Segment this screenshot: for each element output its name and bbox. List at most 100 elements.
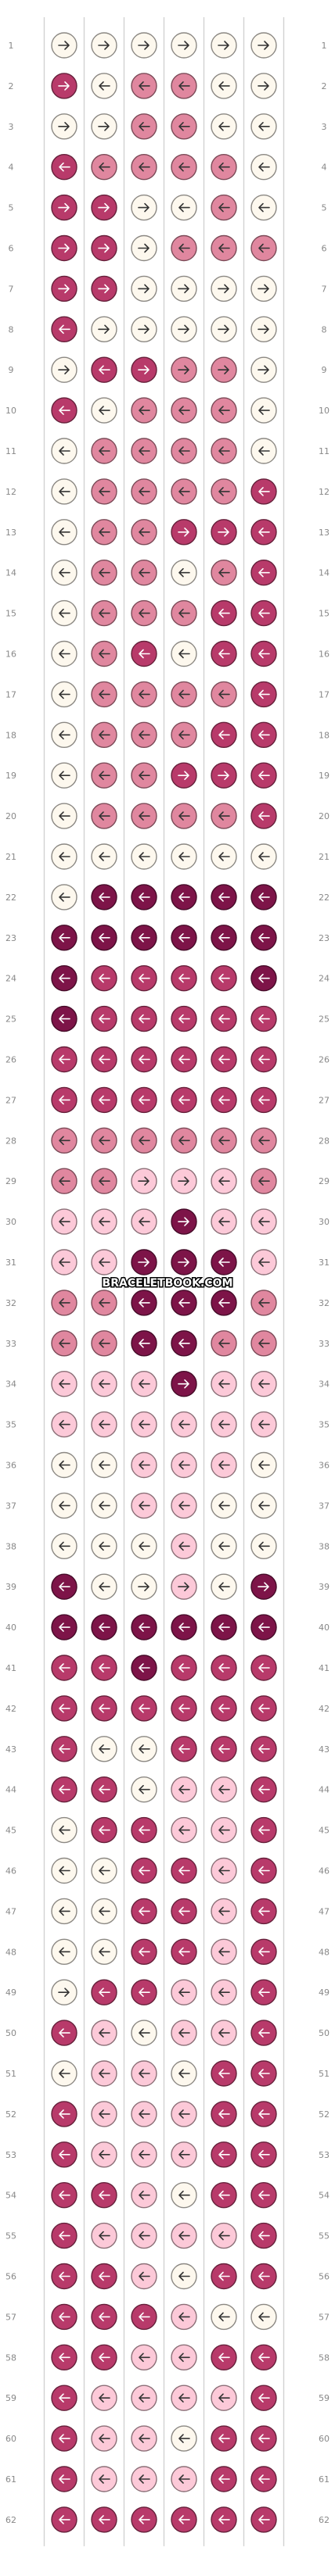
knot: [91, 1005, 117, 1032]
arrow-left-icon: [258, 1136, 270, 1146]
knot: [131, 397, 157, 424]
arrow-left-icon: [59, 811, 70, 821]
arrow-left-icon: [139, 2474, 150, 2484]
arrow-left-icon: [139, 1419, 150, 1429]
knot: [51, 234, 77, 262]
arrow-left-icon: [59, 2069, 70, 2078]
arrow-left-icon: [218, 608, 230, 618]
knot: [91, 194, 117, 221]
arrow-left-icon: [99, 1501, 110, 1511]
arrow-left-icon: [178, 852, 190, 861]
arrow-left-icon: [218, 1987, 230, 1997]
arrow-left-icon: [218, 2352, 230, 2363]
knot: [131, 2060, 157, 2087]
arrow-right-icon: [98, 324, 110, 335]
arrow-left-icon: [59, 2434, 70, 2443]
knot: [171, 519, 197, 546]
row-number-right: 14: [319, 568, 330, 578]
arrow-right-icon: [178, 284, 189, 294]
knot: [171, 843, 197, 870]
arrow-left-icon: [99, 2069, 110, 2078]
knot: [171, 234, 197, 262]
knot: [171, 1290, 197, 1316]
row-number-left: 15: [5, 609, 16, 619]
knot: [51, 153, 77, 181]
row-number-left: 45: [5, 1826, 16, 1836]
arrow-left-icon: [99, 162, 110, 172]
knot: [131, 2385, 157, 2411]
row-number-left: 20: [5, 811, 16, 821]
arrow-left-icon: [99, 1419, 110, 1429]
knot: [211, 1655, 237, 1681]
knot: [171, 964, 197, 992]
arrow-left-icon: [139, 2231, 150, 2241]
row-number-right: 60: [319, 2434, 330, 2444]
row-number-left: 59: [5, 2393, 16, 2403]
arrow-right-icon: [138, 284, 149, 294]
arrow-left-icon: [59, 528, 70, 537]
row-number-left: 55: [5, 2231, 16, 2241]
knot: [131, 1208, 157, 1235]
knot: [250, 884, 277, 911]
knot: [171, 1655, 197, 1681]
arrow-left-icon: [99, 730, 110, 740]
knot: [171, 803, 197, 829]
knot: [250, 356, 277, 383]
row-number-left: 44: [5, 1785, 16, 1795]
row-number-left: 19: [5, 771, 16, 781]
arrow-left-icon: [99, 1379, 110, 1389]
arrow-left-icon: [218, 567, 230, 578]
arrow-right-icon: [178, 1379, 189, 1389]
knot: [131, 560, 157, 586]
knot: [250, 1411, 277, 1438]
arrow-left-icon: [258, 811, 270, 821]
knot: [91, 2020, 117, 2046]
arrow-left-icon: [258, 1704, 270, 1713]
row-number-right: 13: [319, 528, 330, 538]
arrow-left-icon: [178, 1095, 190, 1105]
arrow-left-icon: [59, 2231, 70, 2241]
arrow-left-icon: [258, 406, 270, 415]
arrow-left-icon: [99, 406, 110, 415]
knot: [250, 1736, 277, 1762]
arrow-left-icon: [99, 2352, 110, 2363]
arrow-right-icon: [58, 243, 70, 253]
arrow-left-icon: [59, 406, 70, 415]
row-number-left: 50: [5, 2028, 16, 2038]
knot: [171, 1938, 197, 1966]
knot: [131, 1533, 157, 1560]
knot: [91, 721, 117, 748]
arrow-left-icon: [218, 1258, 230, 1267]
knot: [91, 2303, 117, 2331]
knot: [131, 1573, 157, 1600]
arrow-left-icon: [139, 2515, 150, 2524]
knot: [250, 438, 277, 464]
knot: [211, 519, 237, 546]
knot: [91, 1857, 117, 1884]
arrow-left-icon: [258, 2312, 270, 2322]
knot: [171, 1127, 197, 1154]
arrow-left-icon: [218, 2515, 230, 2524]
arrow-left-icon: [139, 2069, 150, 2078]
knot: [250, 1127, 277, 1154]
arrow-left-icon: [59, 567, 70, 578]
knot: [171, 194, 197, 221]
row-number-right: 2: [322, 81, 327, 91]
arrow-left-icon: [178, 973, 190, 983]
knot: [211, 803, 237, 829]
knot: [211, 1776, 237, 1803]
knot: [51, 316, 77, 342]
arrow-left-icon: [99, 1825, 110, 1835]
row-number-left: 28: [5, 1136, 16, 1146]
arrow-left-icon: [258, 608, 270, 618]
knot: [171, 925, 197, 951]
knot: [250, 194, 277, 221]
knot: [211, 2425, 237, 2452]
arrow-left-icon: [178, 811, 190, 821]
arrow-left-icon: [99, 2028, 110, 2038]
arrow-left-icon: [59, 1379, 70, 1389]
row-number-right: 4: [322, 163, 327, 173]
row-number-left: 11: [5, 446, 16, 456]
knot: [51, 925, 77, 951]
